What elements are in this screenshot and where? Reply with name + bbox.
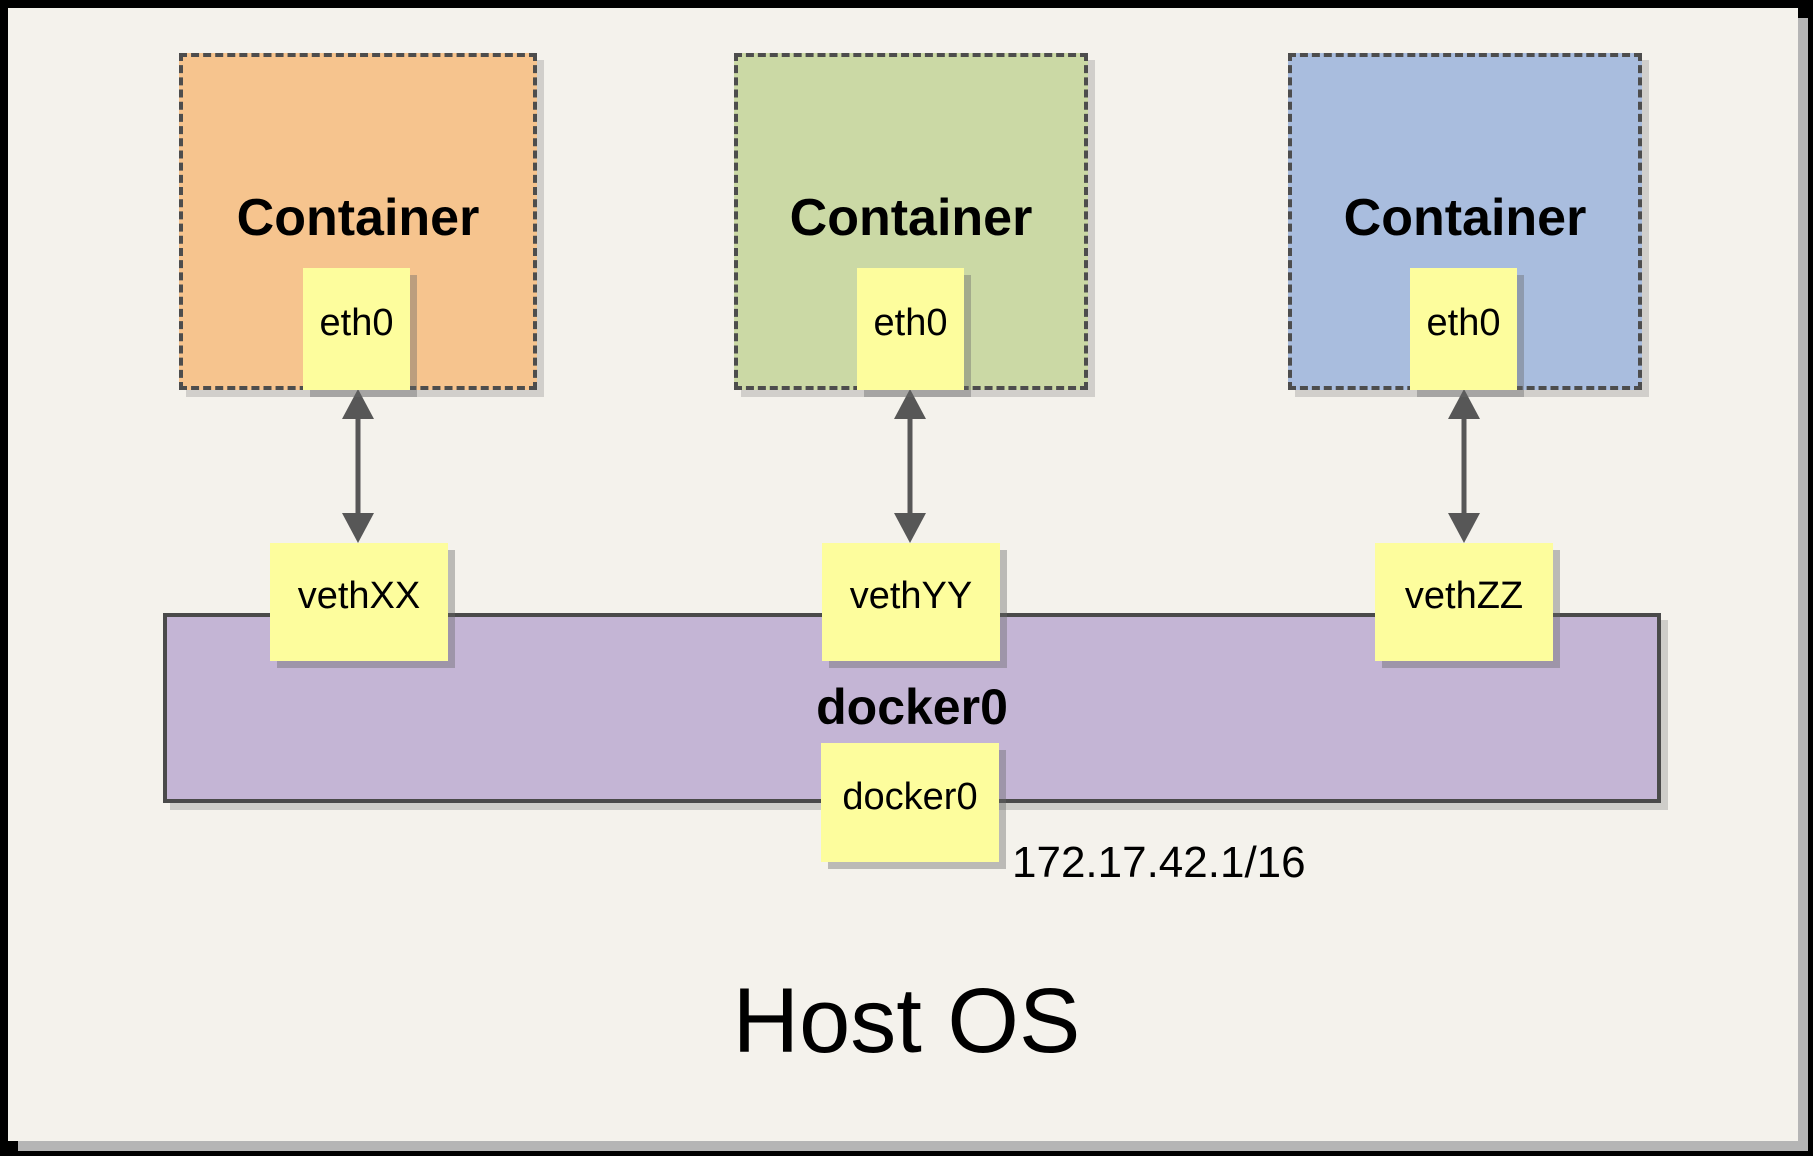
bridge-ip-address: 172.17.42.1/16	[1012, 838, 1306, 887]
docker0-bridge-label: docker0	[816, 679, 1008, 735]
veth-interface-3: vethZZ	[1375, 543, 1553, 661]
bidirectional-arrow-icon	[1448, 389, 1480, 543]
container-3-eth0-interface: eth0	[1410, 268, 1517, 390]
bidirectional-arrow-icon	[894, 389, 926, 543]
container-1-title: Container	[236, 189, 480, 247]
container-2-title: Container	[789, 189, 1033, 247]
container-1-eth0-interface: eth0	[303, 268, 410, 390]
veth-interface-2: vethYY	[822, 543, 1000, 661]
bidirectional-arrow-icon	[342, 389, 374, 543]
veth-interface-1: vethXX	[270, 543, 448, 661]
docker0-interface: docker0	[821, 743, 999, 862]
container-2-eth0-interface: eth0	[857, 268, 964, 390]
container-3-title: Container	[1343, 189, 1587, 247]
host-os-title: Host OS	[732, 970, 1081, 1072]
